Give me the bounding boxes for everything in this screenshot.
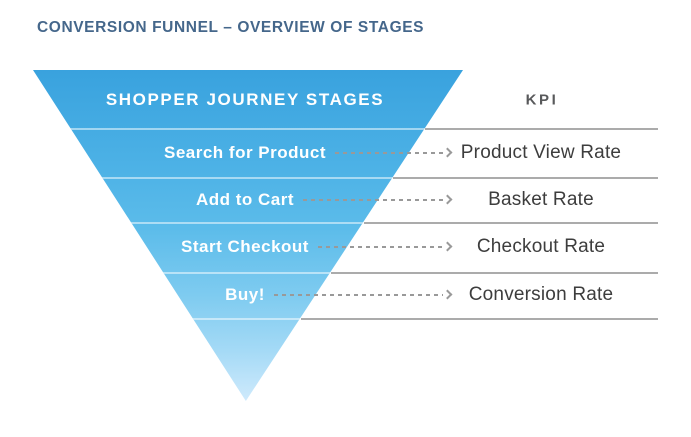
kpi-column-header: KPI — [525, 91, 559, 109]
funnel-divider-line — [33, 318, 463, 320]
funnel-column-header: SHOPPER JOURNEY STAGES — [105, 90, 385, 109]
kpi-label: Conversion Rate — [468, 284, 614, 305]
funnel-divider-line — [33, 128, 463, 130]
separator-line — [425, 128, 658, 130]
funnel-divider-line — [33, 222, 463, 224]
kpi-label: Product View Rate — [460, 142, 622, 163]
stage-label: Start Checkout — [181, 236, 309, 256]
separator-line — [331, 272, 658, 274]
dashed-arrow — [303, 198, 443, 201]
separator-line — [364, 222, 658, 224]
dashed-arrow — [335, 152, 443, 154]
arrow-head-icon — [442, 241, 453, 251]
funnel-divider-line — [33, 272, 463, 274]
arrow-head-icon — [442, 147, 453, 158]
kpi-label: Basket Rate — [488, 188, 594, 210]
stage-label: Buy! — [225, 285, 265, 304]
arrow-head-icon — [442, 194, 453, 204]
page-title: CONVERSION FUNNEL – OVERVIEW OF STAGES — [37, 19, 425, 36]
kpi-label: Checkout Rate — [476, 235, 606, 257]
stage-label: Search for Product — [163, 143, 327, 162]
separator-line — [393, 177, 658, 179]
funnel-triangle — [33, 70, 463, 401]
funnel-divider-line — [33, 177, 463, 179]
separator-line — [301, 318, 658, 320]
arrow-head-icon — [442, 289, 453, 300]
stage-label: Add to Cart — [195, 189, 295, 209]
dashed-arrow — [274, 294, 443, 296]
dashed-arrow — [318, 245, 443, 248]
